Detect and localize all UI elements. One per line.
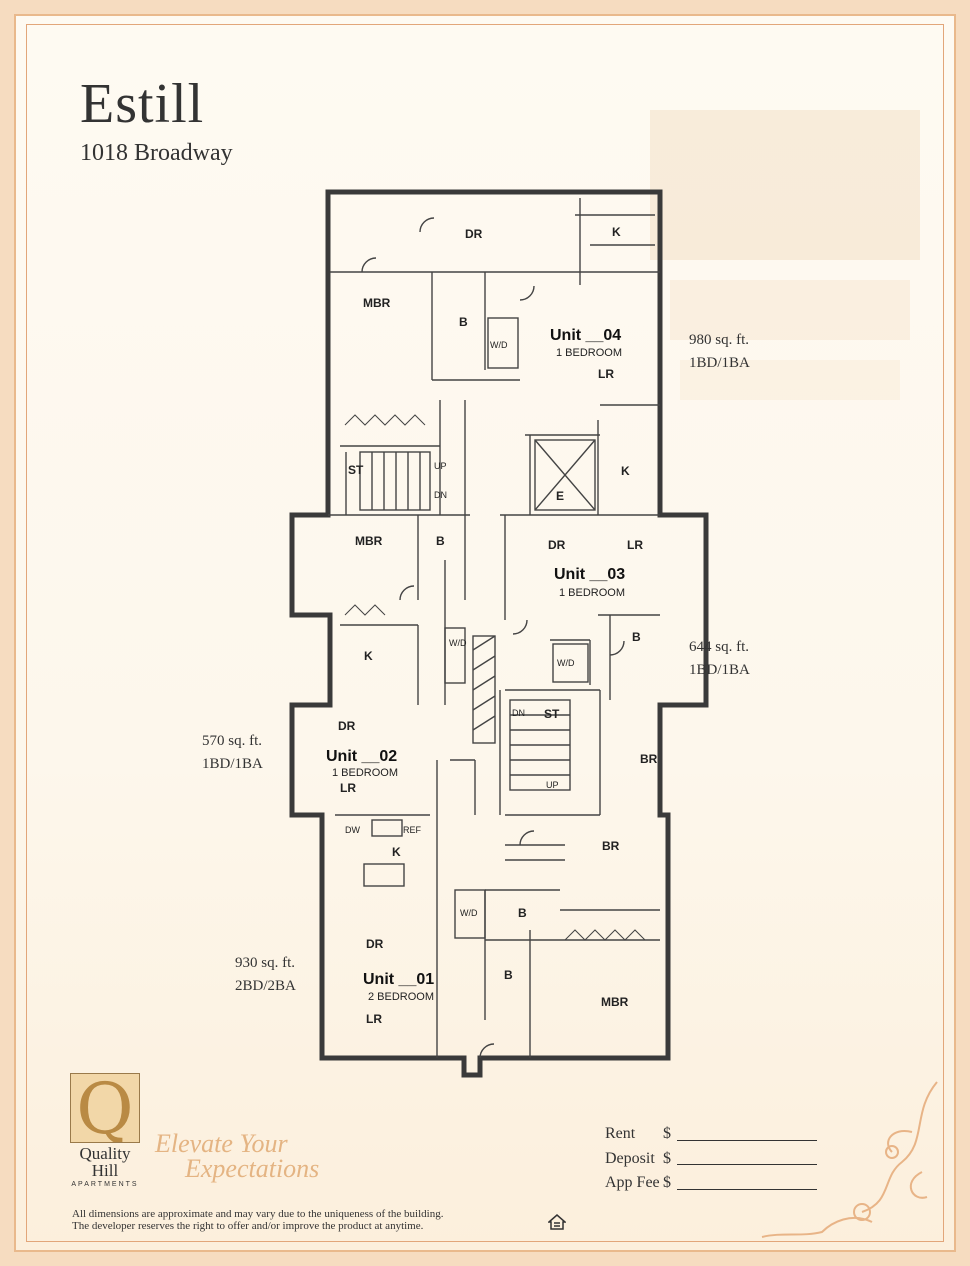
unit-01-type: 2 BEDROOM: [368, 991, 434, 1003]
unit-02-sqft: 570 sq. ft.: [202, 733, 262, 749]
room-label-wd-4: W/D: [490, 340, 508, 350]
fee-fields: Rent $ Deposit $ App Fee $: [605, 1122, 817, 1196]
room-label-lr-4: LR: [598, 367, 614, 381]
unit-02-label: Unit __02: [326, 748, 397, 765]
room-label-k-1: K: [392, 845, 401, 859]
room-label-wd-3: W/D: [557, 658, 575, 668]
fee-row-rent: Rent $: [605, 1122, 817, 1147]
fee-currency-appfee: $: [663, 1174, 671, 1192]
appfee-blank: [677, 1177, 817, 1190]
unit-01-label: Unit __01: [363, 971, 434, 988]
fee-label-appfee: App Fee: [605, 1174, 660, 1192]
room-label-mbr-2: MBR: [355, 534, 383, 548]
deposit-blank: [677, 1152, 817, 1166]
unit-04-type: 1 BEDROOM: [556, 347, 622, 359]
fee-row-appfee: App Fee $: [605, 1171, 817, 1196]
room-label-up-top: UP: [434, 461, 447, 471]
room-label-elevator: E: [556, 489, 564, 503]
room-label-dr-3: DR: [548, 538, 566, 552]
unit-02-bedbath: 1BD/1BA: [202, 755, 263, 772]
room-label-wd-1: W/D: [460, 908, 478, 918]
room-label-k-2: K: [364, 649, 373, 663]
unit-04-sqft: 980 sq. ft.: [689, 332, 749, 348]
unit-02-type: 1 BEDROOM: [332, 767, 398, 779]
floral-ornament-icon: [761, 1081, 938, 1238]
quality-hill-logo: Q Quality Hill APARTMENTS: [70, 1073, 140, 1199]
room-label-st-bottom: ST: [544, 707, 560, 721]
disclaimer-line1: All dimensions are approximate and may v…: [72, 1208, 444, 1220]
unit-01-sqft: 930 sq. ft.: [235, 955, 295, 971]
fee-row-deposit: Deposit $: [605, 1147, 817, 1172]
room-label-dr-1: DR: [366, 937, 384, 951]
unit-03-type: 1 BEDROOM: [559, 587, 625, 599]
room-label-b-1a: B: [518, 906, 527, 920]
room-label-wd-2: W/D: [449, 638, 467, 648]
unit-03-sqft: 644 sq. ft.: [689, 639, 749, 655]
unit-04-bedbath: 1BD/1BA: [689, 354, 750, 371]
logo-text-line2: Hill: [91, 1161, 119, 1180]
unit-01-bedbath: 2BD/2BA: [235, 977, 296, 994]
unit-03-bedbath: 1BD/1BA: [689, 661, 750, 678]
property-name: Estill: [80, 73, 205, 135]
room-label-lr-3: LR: [627, 538, 643, 552]
fee-label-deposit: Deposit: [605, 1149, 655, 1167]
room-label-mbr-1: MBR: [601, 995, 629, 1009]
unit-03-label: Unit __03: [554, 566, 625, 583]
unit-04-info: 980 sq. ft. 1BD/1BA: [689, 329, 750, 374]
room-label-dn-top: DN: [434, 490, 447, 500]
tagline-line1: Elevate Your: [155, 1129, 288, 1158]
room-label-k-3: K: [621, 464, 630, 478]
room-label-b-2: B: [436, 534, 445, 548]
room-label-mbr-4: MBR: [363, 296, 391, 310]
room-label-dn-bottom: DN: [512, 708, 525, 718]
background-watermark: [650, 110, 920, 400]
equal-housing-icon: [548, 1214, 566, 1230]
room-label-dr-2: DR: [338, 719, 356, 733]
room-label-b-3: B: [632, 630, 641, 644]
fixture-ref: REF: [403, 825, 422, 835]
room-label-st-top: ST: [348, 463, 364, 477]
tagline-line2: Expectations: [185, 1153, 320, 1183]
room-label-b-4: B: [459, 315, 468, 329]
room-label-br-3: BR: [640, 752, 658, 766]
tagline: Elevate Your Expectations: [155, 1129, 320, 1183]
logo-text-line1: Quality: [79, 1144, 131, 1163]
room-label-lr-2: LR: [340, 781, 356, 795]
unit-01-info: 930 sq. ft. 2BD/2BA: [235, 952, 296, 997]
unit-03-info: 644 sq. ft. 1BD/1BA: [689, 636, 750, 681]
fee-currency-rent: $: [663, 1125, 671, 1143]
room-label-dr-4: DR: [465, 227, 483, 241]
fee-currency-deposit: $: [663, 1149, 671, 1167]
room-label-br-1: BR: [602, 839, 620, 853]
logo-emblem: Q: [70, 1073, 140, 1143]
inner-border: [26, 24, 944, 1242]
room-label-up-bottom: UP: [546, 780, 559, 790]
disclaimer-line2: The developer reserves the right to offe…: [72, 1220, 424, 1233]
property-address: 1018 Broadway: [80, 140, 233, 166]
room-label-lr-1: LR: [366, 1012, 382, 1026]
room-label-b-1b: B: [504, 968, 513, 982]
logo-text-line3: APARTMENTS: [71, 1180, 139, 1188]
unit-02-info: 570 sq. ft. 1BD/1BA: [202, 730, 263, 775]
room-label-k-4: K: [612, 225, 621, 239]
rent-blank: [677, 1128, 817, 1141]
disclaimer: All dimensions are approximate and may v…: [72, 1208, 443, 1232]
fee-label-rent: Rent: [605, 1125, 636, 1143]
fixture-dw: DW: [345, 825, 360, 835]
unit-04-label: Unit __04: [550, 327, 621, 344]
